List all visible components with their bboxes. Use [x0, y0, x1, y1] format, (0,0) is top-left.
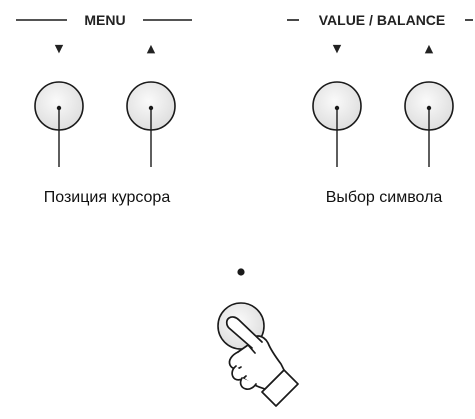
center-button-group — [217, 268, 299, 407]
value-balance-group: VALUE / BALANCE ▼ ▲ Выбор символа — [287, 12, 473, 206]
value-down-arrow: ▼ — [333, 42, 342, 55]
value-up-arrow: ▲ — [425, 42, 434, 55]
menu-down-arrow: ▼ — [55, 42, 64, 55]
menu-down-leader — [56, 105, 62, 167]
value-caption: Выбор символа — [326, 189, 443, 206]
menu-group: MENU ▼ ▲ Позиция курсора — [16, 12, 192, 206]
value-balance-title: VALUE / BALANCE — [319, 12, 446, 28]
menu-up-leader — [148, 105, 154, 167]
value-down-leader — [334, 105, 340, 167]
menu-up-arrow: ▲ — [147, 42, 156, 55]
value-up-leader — [426, 105, 432, 167]
hand-pressing-button-icon — [225, 316, 299, 407]
indicator-dot-icon — [237, 268, 245, 276]
menu-caption: Позиция курсора — [44, 189, 171, 206]
menu-title: MENU — [84, 12, 125, 28]
